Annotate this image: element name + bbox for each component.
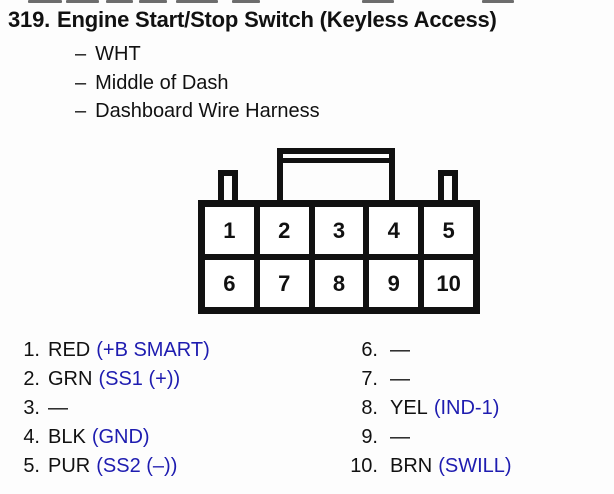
pin-wire-color: — bbox=[390, 339, 410, 361]
pin-signal-name: (SS1 (+)) bbox=[98, 368, 181, 390]
connector-pin-cell: 7 bbox=[256, 257, 312, 310]
pin-row: 7. — bbox=[340, 365, 512, 394]
latch-tab-line bbox=[283, 158, 389, 163]
detail-text: Dashboard Wire Harness bbox=[95, 100, 320, 122]
pin-number: 4. bbox=[23, 426, 40, 448]
pin-wire-color: YEL bbox=[390, 397, 428, 419]
connector-prong-right bbox=[438, 170, 458, 200]
connector-pin-cell: 8 bbox=[311, 257, 367, 310]
connector-pin-cell: 4 bbox=[366, 204, 422, 257]
pin-row: 8. YEL (IND-1) bbox=[340, 394, 512, 423]
detail-item-location: – Middle of Dash bbox=[75, 69, 320, 98]
dash-bullet: – bbox=[75, 100, 87, 122]
section-header: 319. Engine Start/Stop Switch (Keyless A… bbox=[8, 6, 497, 33]
connector-pin-cell: 3 bbox=[311, 204, 367, 257]
scan-artifact bbox=[106, 0, 133, 3]
section-number: 319. bbox=[8, 7, 51, 32]
pin-number: 6. bbox=[361, 339, 378, 361]
connector-body: 1 2 3 4 5 6 7 8 9 10 bbox=[198, 200, 480, 314]
connector-diagram: 1 2 3 4 5 6 7 8 9 10 bbox=[198, 148, 480, 314]
connector-pin-cell: 10 bbox=[421, 257, 476, 310]
pin-wire-color: — bbox=[390, 368, 410, 390]
dash-bullet: – bbox=[75, 43, 87, 65]
detail-item-harness: – Dashboard Wire Harness bbox=[75, 97, 320, 126]
connector-pin-cell: 9 bbox=[366, 257, 422, 310]
pin-number: 3. bbox=[23, 397, 40, 419]
pin-wire-color: BRN bbox=[390, 455, 433, 477]
scan-artifact bbox=[232, 0, 260, 3]
pin-row: 3. — bbox=[8, 394, 210, 423]
pin-signal-name: (GND) bbox=[91, 426, 150, 448]
scan-artifact bbox=[28, 0, 62, 3]
pin-row: 10. BRN (SWILL) bbox=[340, 452, 512, 481]
scan-artifact bbox=[362, 0, 394, 3]
connector-pin-cell: 6 bbox=[202, 257, 257, 310]
pin-row: 4. BLK (GND) bbox=[8, 423, 210, 452]
scan-artifact bbox=[176, 0, 218, 3]
page-title: Engine Start/Stop Switch (Keyless Access… bbox=[57, 7, 497, 32]
pin-wire-color: RED bbox=[48, 339, 91, 361]
connector-pin-cell: 1 bbox=[202, 204, 257, 257]
connector-latch-tab bbox=[277, 148, 395, 200]
pin-number: 10. bbox=[350, 455, 378, 477]
pin-number: 7. bbox=[361, 368, 378, 390]
pin-number: 5. bbox=[23, 455, 40, 477]
scan-artifact bbox=[66, 0, 99, 3]
pin-signal-name: (+B SMART) bbox=[96, 339, 210, 361]
component-details: – WHT – Middle of Dash – Dashboard Wire … bbox=[75, 40, 320, 126]
detail-item-color: – WHT bbox=[75, 40, 320, 69]
pin-number: 2. bbox=[23, 368, 40, 390]
pin-wire-color: GRN bbox=[48, 368, 93, 390]
pin-number: 9. bbox=[361, 426, 378, 448]
pin-row: 2. GRN (SS1 (+)) bbox=[8, 365, 210, 394]
pin-wire-color: BLK bbox=[48, 426, 86, 448]
scan-artifact bbox=[482, 0, 514, 3]
pin-signal-name: (SS2 (–)) bbox=[96, 455, 178, 477]
scan-artifact bbox=[139, 0, 167, 3]
pin-row: 1. RED (+B SMART) bbox=[8, 336, 210, 365]
detail-text: WHT bbox=[95, 43, 141, 65]
pin-number: 8. bbox=[361, 397, 378, 419]
pin-list-right: 6. — 7. — 8. YEL (IND-1) 9. — 10. BRN (S… bbox=[340, 336, 512, 481]
connector-prong-left bbox=[218, 170, 238, 200]
pin-signal-name: (SWILL) bbox=[438, 455, 512, 477]
pin-list-left: 1. RED (+B SMART) 2. GRN (SS1 (+)) 3. — … bbox=[8, 336, 210, 481]
pin-wire-color: — bbox=[48, 397, 68, 419]
connector-pin-cell: 2 bbox=[256, 204, 312, 257]
pin-row: 9. — bbox=[340, 423, 512, 452]
pin-number: 1. bbox=[23, 339, 40, 361]
pin-row: 6. — bbox=[340, 336, 512, 365]
pin-wire-color: — bbox=[390, 426, 410, 448]
detail-text: Middle of Dash bbox=[95, 71, 229, 94]
pin-signal-name: (IND-1) bbox=[433, 397, 500, 419]
dash-bullet: – bbox=[75, 71, 87, 94]
pin-row: 5. PUR (SS2 (–)) bbox=[8, 452, 210, 481]
pin-wire-color: PUR bbox=[48, 455, 91, 477]
connector-pin-cell: 5 bbox=[421, 204, 476, 257]
